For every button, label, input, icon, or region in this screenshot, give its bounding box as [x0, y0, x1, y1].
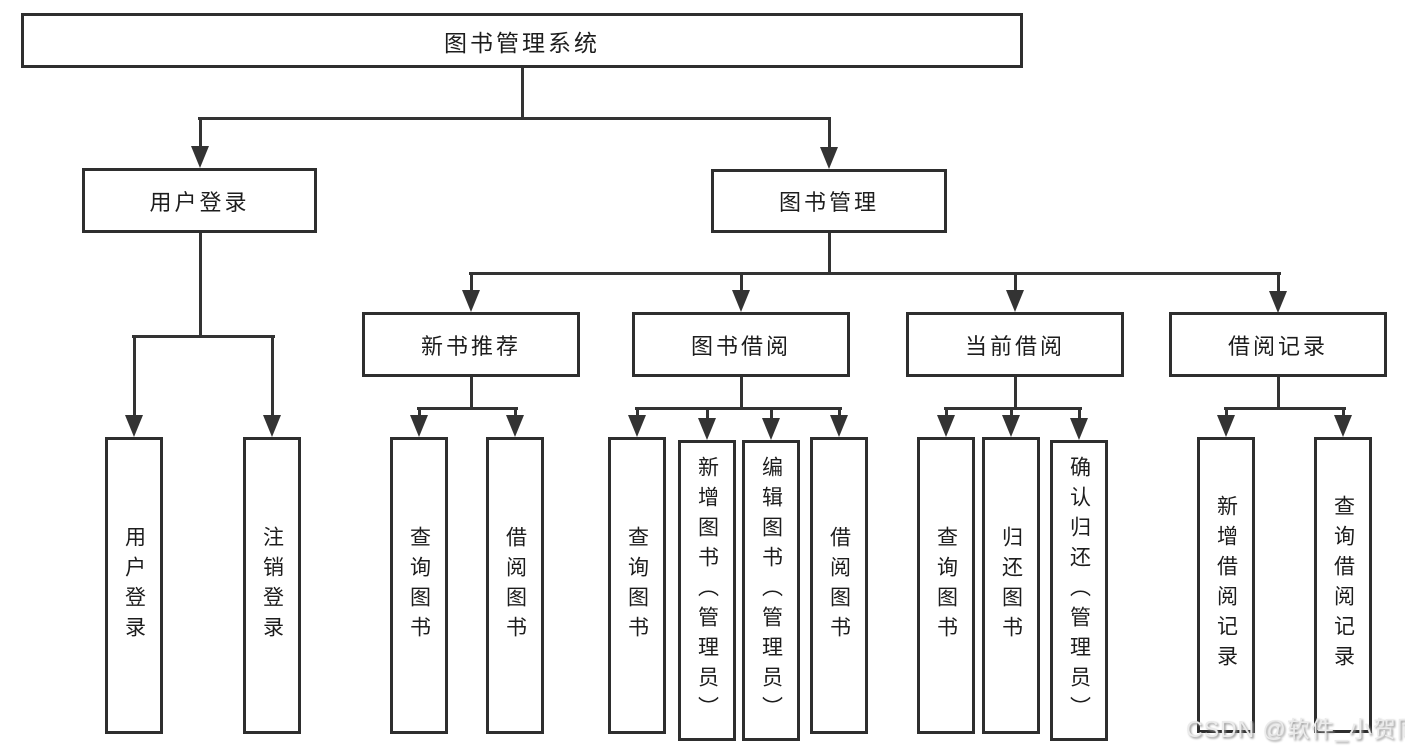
leaf-label: 查询图书: [934, 525, 958, 646]
leaf-add-books-admin: 新增图书（管理员）: [678, 440, 736, 741]
leaf-label: 查询图书: [407, 525, 431, 646]
connector-line: [828, 233, 831, 275]
arrow-down-icon: [462, 290, 480, 312]
leaf-label: 借阅图书: [503, 525, 527, 646]
node-label: 借阅记录: [1227, 333, 1328, 359]
leaf-logout: 注销登录: [243, 437, 301, 734]
arrow-down-icon: [732, 290, 750, 312]
connector-line: [1225, 408, 1228, 417]
leaf-label: 借阅图书: [827, 525, 851, 646]
arrow-down-icon: [191, 146, 209, 168]
connector-line: [271, 336, 274, 417]
arrow-down-icon: [937, 415, 955, 437]
arrow-down-icon: [698, 418, 716, 440]
connector-line: [199, 233, 202, 338]
node-label: 用户登录: [149, 189, 250, 215]
arrow-down-icon: [1217, 415, 1235, 437]
node-library-system: 图书管理系统: [21, 13, 1023, 68]
leaf-query-borrow-record: 查询借阅记录: [1314, 437, 1372, 733]
node-book-borrow: 图书借阅: [632, 312, 850, 377]
connector-line: [1078, 408, 1081, 420]
connector-line: [1010, 408, 1013, 417]
connector-line: [944, 407, 1082, 410]
connector-line: [740, 377, 743, 410]
arrow-down-icon: [1002, 415, 1020, 437]
connector-line: [770, 408, 773, 420]
node-book-management: 图书管理: [711, 169, 947, 233]
node-user-login: 用户登录: [82, 168, 317, 233]
connector-line: [1224, 407, 1346, 410]
leaf-label: 确认归还（管理员）: [1067, 455, 1091, 726]
connector-line: [828, 118, 831, 149]
connector-line: [1277, 273, 1280, 293]
leaf-label: 查询借阅记录: [1331, 495, 1355, 675]
node-current-borrow: 当前借阅: [906, 312, 1124, 377]
leaf-label: 注销登录: [260, 525, 284, 646]
arrow-down-icon: [628, 415, 646, 437]
leaf-query-books: 查询图书: [608, 437, 666, 734]
leaf-confirm-return-admin: 确认归还（管理员）: [1050, 440, 1108, 741]
connector-line: [470, 273, 473, 292]
connector-line: [198, 117, 831, 120]
connector-line: [635, 407, 842, 410]
leaf-edit-books-admin: 编辑图书（管理员）: [742, 440, 800, 741]
arrow-down-icon: [410, 415, 428, 437]
connector-line: [636, 408, 639, 417]
arrow-down-icon: [125, 415, 143, 437]
leaf-borrow-books: 借阅图书: [810, 437, 868, 734]
node-borrow-records: 借阅记录: [1169, 312, 1387, 377]
connector-line: [1014, 377, 1017, 410]
connector-line: [469, 272, 1281, 275]
node-label: 当前借阅: [964, 333, 1065, 359]
connector-line: [132, 335, 275, 338]
connector-line: [706, 408, 709, 420]
connector-line: [838, 408, 841, 417]
connector-line: [1342, 408, 1345, 417]
leaf-label: 归还图书: [999, 525, 1023, 646]
arrow-down-icon: [1269, 291, 1287, 313]
connector-line: [418, 408, 421, 417]
leaf-borrow-books: 借阅图书: [486, 437, 544, 734]
connector-line: [199, 118, 202, 148]
connector-line: [133, 336, 136, 417]
watermark: CSDN @软件_小贺同学: [1186, 716, 1405, 742]
arrow-down-icon: [830, 415, 848, 437]
arrow-down-icon: [1334, 415, 1352, 437]
connector-line: [521, 68, 524, 119]
arrow-down-icon: [1006, 290, 1024, 312]
leaf-return-books: 归还图书: [982, 437, 1040, 734]
connector-line: [1277, 377, 1280, 410]
leaf-label: 用户登录: [122, 525, 146, 646]
node-new-book-recommend: 新书推荐: [362, 312, 580, 377]
arrow-down-icon: [506, 415, 524, 437]
leaf-user-login: 用户登录: [105, 437, 163, 734]
leaf-label: 编辑图书（管理员）: [759, 455, 783, 726]
connector-line: [514, 408, 517, 417]
connector-line: [1014, 273, 1017, 292]
connector-line: [417, 407, 518, 410]
node-label: 图书管理: [778, 190, 879, 215]
arrow-down-icon: [263, 415, 281, 437]
leaf-label: 查询图书: [625, 525, 649, 646]
arrow-down-icon: [820, 147, 838, 169]
connector-line: [945, 408, 948, 417]
connector-line: [740, 273, 743, 292]
leaf-add-borrow-record: 新增借阅记录: [1197, 437, 1255, 733]
leaf-query-books: 查询图书: [390, 437, 448, 734]
leaf-query-books: 查询图书: [917, 437, 975, 734]
node-label: 图书管理系统: [444, 29, 600, 56]
leaf-label: 新增图书（管理员）: [695, 455, 719, 726]
connector-line: [470, 377, 473, 410]
node-label: 新书推荐: [420, 333, 521, 359]
arrow-down-icon: [1070, 418, 1088, 440]
node-label: 图书借阅: [690, 333, 791, 359]
arrow-down-icon: [762, 418, 780, 440]
leaf-label: 新增借阅记录: [1214, 495, 1238, 675]
